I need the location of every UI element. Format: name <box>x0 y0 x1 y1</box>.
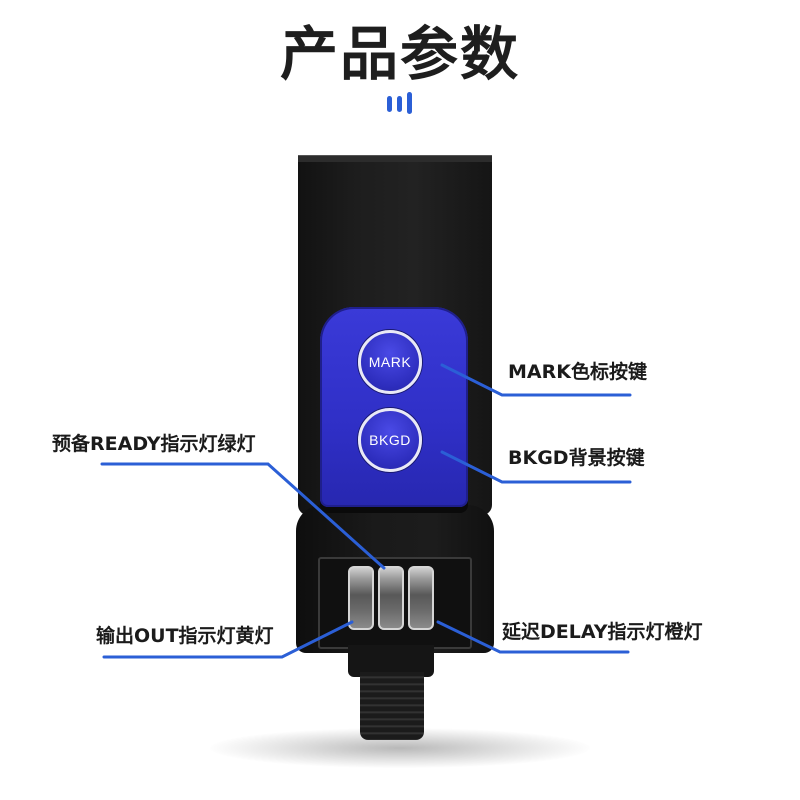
title-divider-icon <box>383 92 417 118</box>
out-indicator-led <box>348 566 374 630</box>
delay-led-label: 延迟DELAY指示灯橙灯 <box>502 621 703 643</box>
bkgd-button[interactable]: BKGD <box>358 408 422 472</box>
mark-button-label: MARK色标按键 <box>508 361 647 383</box>
mark-button[interactable]: MARK <box>358 330 422 394</box>
connector-thread <box>360 672 424 740</box>
out-led-label: 输出OUT指示灯黄灯 <box>96 625 274 647</box>
delay-indicator-led <box>408 566 434 630</box>
connector-neck <box>348 645 434 677</box>
ready-indicator-led <box>378 566 404 630</box>
page-title: 产品参数 <box>279 20 520 88</box>
ready-led-label: 预备READY指示灯绿灯 <box>52 433 256 455</box>
sensor-cap-edge <box>298 155 492 162</box>
bkgd-button-label: BKGD背景按键 <box>508 447 645 469</box>
